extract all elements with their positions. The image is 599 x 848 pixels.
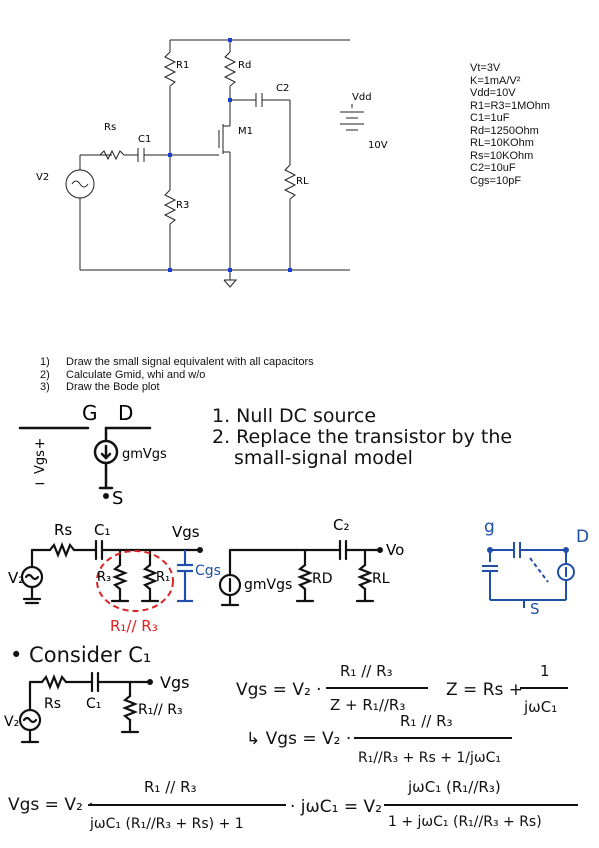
label-c1: C1	[138, 134, 151, 145]
eq2-den: R₁//R₃ + Rs + 1/jωC₁	[358, 750, 501, 766]
param-r1-r3: R1=R3=1MOhm	[470, 99, 551, 112]
eq3-num2: jωC₁ (R₁//R₃)	[407, 778, 501, 796]
label-rs: Rs	[104, 122, 116, 133]
equivalent-circuit: Rs C₁ Vgs C₂ Vo V₂ R₃ R₁ Cgs gmVgs RD RL…	[8, 516, 404, 635]
param-rd: Rd=1250Ohm	[470, 124, 539, 137]
eq3-num: R₁ // R₃	[144, 778, 197, 796]
task-list: 1)Draw the small signal equivalent with …	[40, 356, 314, 394]
label-v2: V2	[36, 172, 49, 183]
blue-g-label: g	[484, 517, 495, 537]
z-den: jωC₁	[523, 698, 557, 716]
param-c2: C2=10uF	[470, 162, 516, 174]
c1-r1r3-label: R₁// R₃	[138, 702, 183, 718]
eq-c2-label: C₂	[333, 516, 350, 534]
eq1-den: Z + R₁//R₃	[330, 696, 405, 714]
eq2-lhs: ↳ Vgs = V₂ ·	[246, 729, 351, 749]
eq-rd-label: RD	[312, 571, 333, 587]
param-c1: C1=1uF	[470, 112, 510, 124]
step-1: 1. Null DC source	[212, 405, 377, 427]
model-g-label: G	[82, 401, 98, 425]
blue-d-label: D	[576, 527, 589, 547]
small-signal-model: G D S + Vgs − gmVgs	[18, 401, 167, 509]
model-s-label: S	[112, 488, 123, 509]
eq3-mid: · jωC₁ = V₂	[290, 797, 382, 817]
eq1-num: R₁ // R₃	[340, 662, 393, 680]
label-r3: R3	[176, 200, 189, 211]
z-num: 1	[540, 662, 550, 680]
eq-gmvgs-label: gmVgs	[244, 577, 292, 593]
parameter-list: Vt=3V K=1mA/V² Vdd=10V R1=R3=1MOhm C1=1u…	[470, 62, 550, 187]
eq1-lhs: Vgs = V₂ ·	[236, 680, 322, 700]
eq-vo-label: Vo	[386, 541, 404, 559]
param-rs: Rs=10KOhm	[470, 149, 534, 162]
model-gmvgs: gmVgs	[122, 447, 167, 462]
param-rl: RL=10KOhm	[470, 137, 534, 149]
c1-v2-label: V₂	[4, 714, 19, 730]
eq-rl-label: RL	[372, 571, 390, 587]
step-2-cont: small-signal model	[234, 447, 413, 469]
label-vdd: Vdd	[352, 92, 372, 103]
label-c2: C2	[276, 83, 289, 94]
step-2: 2. Replace the transistor by the	[212, 426, 513, 448]
label-r1: R1	[176, 60, 189, 71]
eq-r1r3-label: R₁// R₃	[110, 617, 158, 635]
eq-v2-label: V₂	[8, 569, 24, 587]
param-vdd: Vdd=10V	[470, 87, 516, 99]
c1-rs-label: Rs	[44, 696, 61, 712]
eq3-den: jωC₁ (R₁//R₃ + Rs) + 1	[89, 816, 244, 832]
param-cgs: Cgs=10pF	[470, 174, 522, 187]
blue-transistor-model: g D S	[482, 517, 589, 618]
model-minus: −	[34, 476, 46, 492]
z-lhs: Z = Rs +	[446, 680, 523, 700]
c1-c1-label: C₁	[86, 696, 101, 712]
c1-subcircuit: Vgs Rs C₁ R₁// R₃ V₂	[4, 671, 189, 744]
consider-c1-heading: • Consider C₁	[10, 643, 152, 667]
eq3-den2: 1 + jωC₁ (R₁//R₃ + Rs)	[388, 814, 542, 830]
model-vgs: Vgs	[33, 450, 48, 474]
blue-s-label: S	[530, 600, 540, 618]
eq2-num: R₁ // R₃	[400, 712, 453, 730]
param-vt: Vt=3V	[470, 62, 501, 74]
equations: Vgs = V₂ · R₁ // R₃ Z + R₁//R₃ Z = Rs + …	[8, 662, 578, 832]
eq-r1-label: R₁	[156, 570, 170, 585]
eq-cgs-label: Cgs	[195, 563, 221, 579]
eq-r3-label: R₃	[97, 570, 111, 585]
circuit-schematic: R1 Rd C2 Vdd Rs C1 M1 10V V2 RL R3	[36, 38, 388, 288]
model-d-label: D	[118, 401, 133, 425]
label-10v: 10V	[368, 140, 388, 151]
task-item: 3)Draw the Bode plot	[40, 381, 160, 393]
eq-c1-label: C₁	[94, 521, 111, 539]
eq3-lhs: Vgs = V₂ ·	[8, 795, 94, 815]
eq-rs-label: Rs	[54, 521, 72, 539]
param-k: K=1mA/V²	[470, 74, 521, 87]
label-rl: RL	[296, 176, 309, 187]
label-m1: M1	[238, 126, 253, 137]
eq-vgs-label: Vgs	[172, 523, 200, 541]
steps-notes: 1. Null DC source 2. Replace the transis…	[212, 406, 512, 469]
task-item: 2)Calculate Gmid, whi and w/o	[40, 368, 206, 381]
label-rd: Rd	[238, 60, 251, 71]
task-item: 1)Draw the small signal equivalent with …	[40, 356, 314, 368]
c1-vgs-label: Vgs	[160, 673, 189, 692]
model-plus: +	[34, 436, 46, 452]
